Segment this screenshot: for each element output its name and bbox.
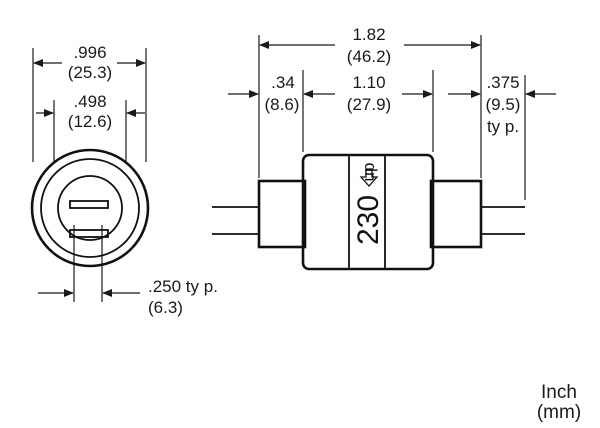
shoulder-inch: .34	[271, 73, 295, 92]
inner-dia-inch: .498	[73, 92, 106, 111]
right-end-cap	[429, 179, 483, 249]
center-boss-circle	[57, 175, 123, 241]
overall-length-mm: (46.2)	[347, 47, 391, 66]
label-band	[348, 154, 386, 270]
label-text-group: 230 up	[352, 163, 385, 245]
front-view: .996 (25.3) .498 (12.6) .250 ty p. (6.3)	[30, 43, 218, 317]
pin-slot-lower	[69, 229, 109, 238]
outer-rim-circle	[30, 148, 150, 268]
up-arrow-icon	[359, 168, 379, 187]
shoulder-mm: (8.6)	[265, 95, 300, 114]
outer-dia-inch: .996	[73, 43, 106, 62]
body-length-inch: 1.10	[352, 73, 385, 92]
outer-dia-mm: (25.3)	[68, 63, 112, 82]
label-value: 230	[352, 195, 385, 245]
pin-spacing-mm: (6.3)	[148, 298, 183, 317]
inner-rim-circle	[40, 158, 140, 258]
body-length-mm: (27.9)	[347, 95, 391, 114]
units-primary: Inch	[541, 382, 577, 403]
pin-length-note: ty p.	[487, 117, 519, 136]
units-secondary: (mm)	[537, 402, 581, 423]
overall-length-inch: 1.82	[352, 25, 385, 44]
pin-length-mm: (9.5)	[486, 95, 521, 114]
units-legend: Inch (mm)	[537, 382, 581, 423]
pin-slot-upper	[69, 200, 109, 209]
pin-length-inch: .375	[486, 73, 519, 92]
left-end-cap	[257, 179, 307, 249]
pin-spacing-inch: .250 ty p.	[148, 277, 218, 296]
inner-dia-mm: (12.6)	[68, 112, 112, 131]
side-view: 1.82 (46.2) .34 (8.6) 1.10 (27.9) .375 (…	[212, 25, 556, 271]
